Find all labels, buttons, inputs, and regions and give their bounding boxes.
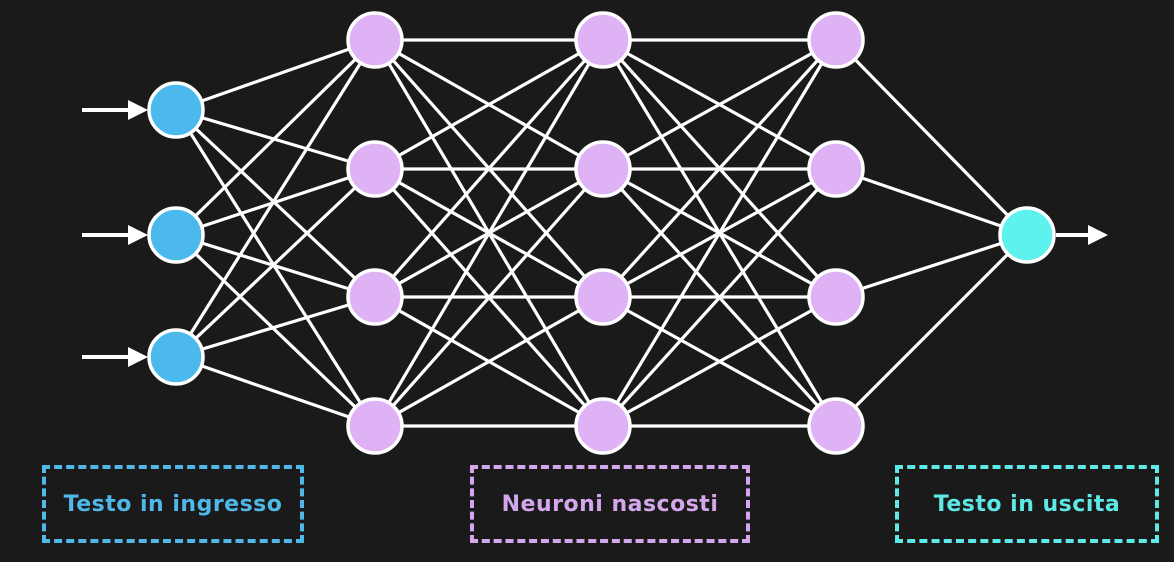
connection-edge	[174, 167, 377, 359]
connection-edge	[601, 167, 838, 428]
hidden-neuron	[346, 397, 404, 455]
input-neuron	[147, 81, 205, 139]
connection-edge	[834, 233, 1029, 299]
connection-edge	[174, 295, 377, 359]
arrows	[82, 100, 1108, 367]
connection-edge	[174, 355, 377, 428]
connection-edge	[373, 295, 605, 428]
neurons	[147, 11, 1056, 455]
connection-edge	[601, 38, 838, 428]
connection-edge	[601, 38, 838, 171]
hidden-neuron	[346, 268, 404, 326]
input-neuron	[147, 206, 205, 264]
output-neuron	[998, 206, 1056, 264]
hidden-neuron	[807, 268, 865, 326]
hidden-neurons-label-box: Neuroni nascosti	[470, 465, 750, 543]
connection-edge	[174, 108, 377, 428]
connections	[174, 38, 1029, 428]
connection-edge	[373, 167, 605, 428]
input-neuron	[147, 328, 205, 386]
hidden-neuron	[574, 268, 632, 326]
hidden-neuron	[574, 397, 632, 455]
output-text-label-box: Testo in uscita	[895, 465, 1159, 543]
connection-edge	[373, 38, 605, 171]
connection-edge	[373, 38, 605, 299]
connection-edge	[174, 38, 377, 112]
hidden-neuron	[574, 140, 632, 198]
network-graph	[82, 11, 1108, 455]
output-text-label: Testo in uscita	[933, 491, 1121, 517]
connection-edge	[601, 38, 838, 299]
connection-edge	[174, 233, 377, 299]
connection-edge	[834, 38, 1029, 237]
connection-edge	[834, 233, 1029, 428]
connection-edge	[174, 167, 377, 237]
connection-edge	[601, 295, 838, 428]
connection-edge	[373, 38, 605, 428]
hidden-neuron	[346, 11, 404, 69]
hidden-neuron	[807, 11, 865, 69]
input-text-label-box: Testo in ingresso	[42, 465, 304, 543]
input-text-label: Testo in ingresso	[63, 491, 283, 517]
connection-edge	[174, 233, 377, 428]
hidden-neurons-label: Neuroni nascosti	[501, 491, 719, 517]
connection-edge	[834, 167, 1029, 237]
connection-edge	[174, 38, 377, 359]
hidden-neuron	[346, 140, 404, 198]
connection-edge	[174, 38, 377, 237]
hidden-neuron	[807, 397, 865, 455]
hidden-neuron	[574, 11, 632, 69]
hidden-neuron	[807, 140, 865, 198]
